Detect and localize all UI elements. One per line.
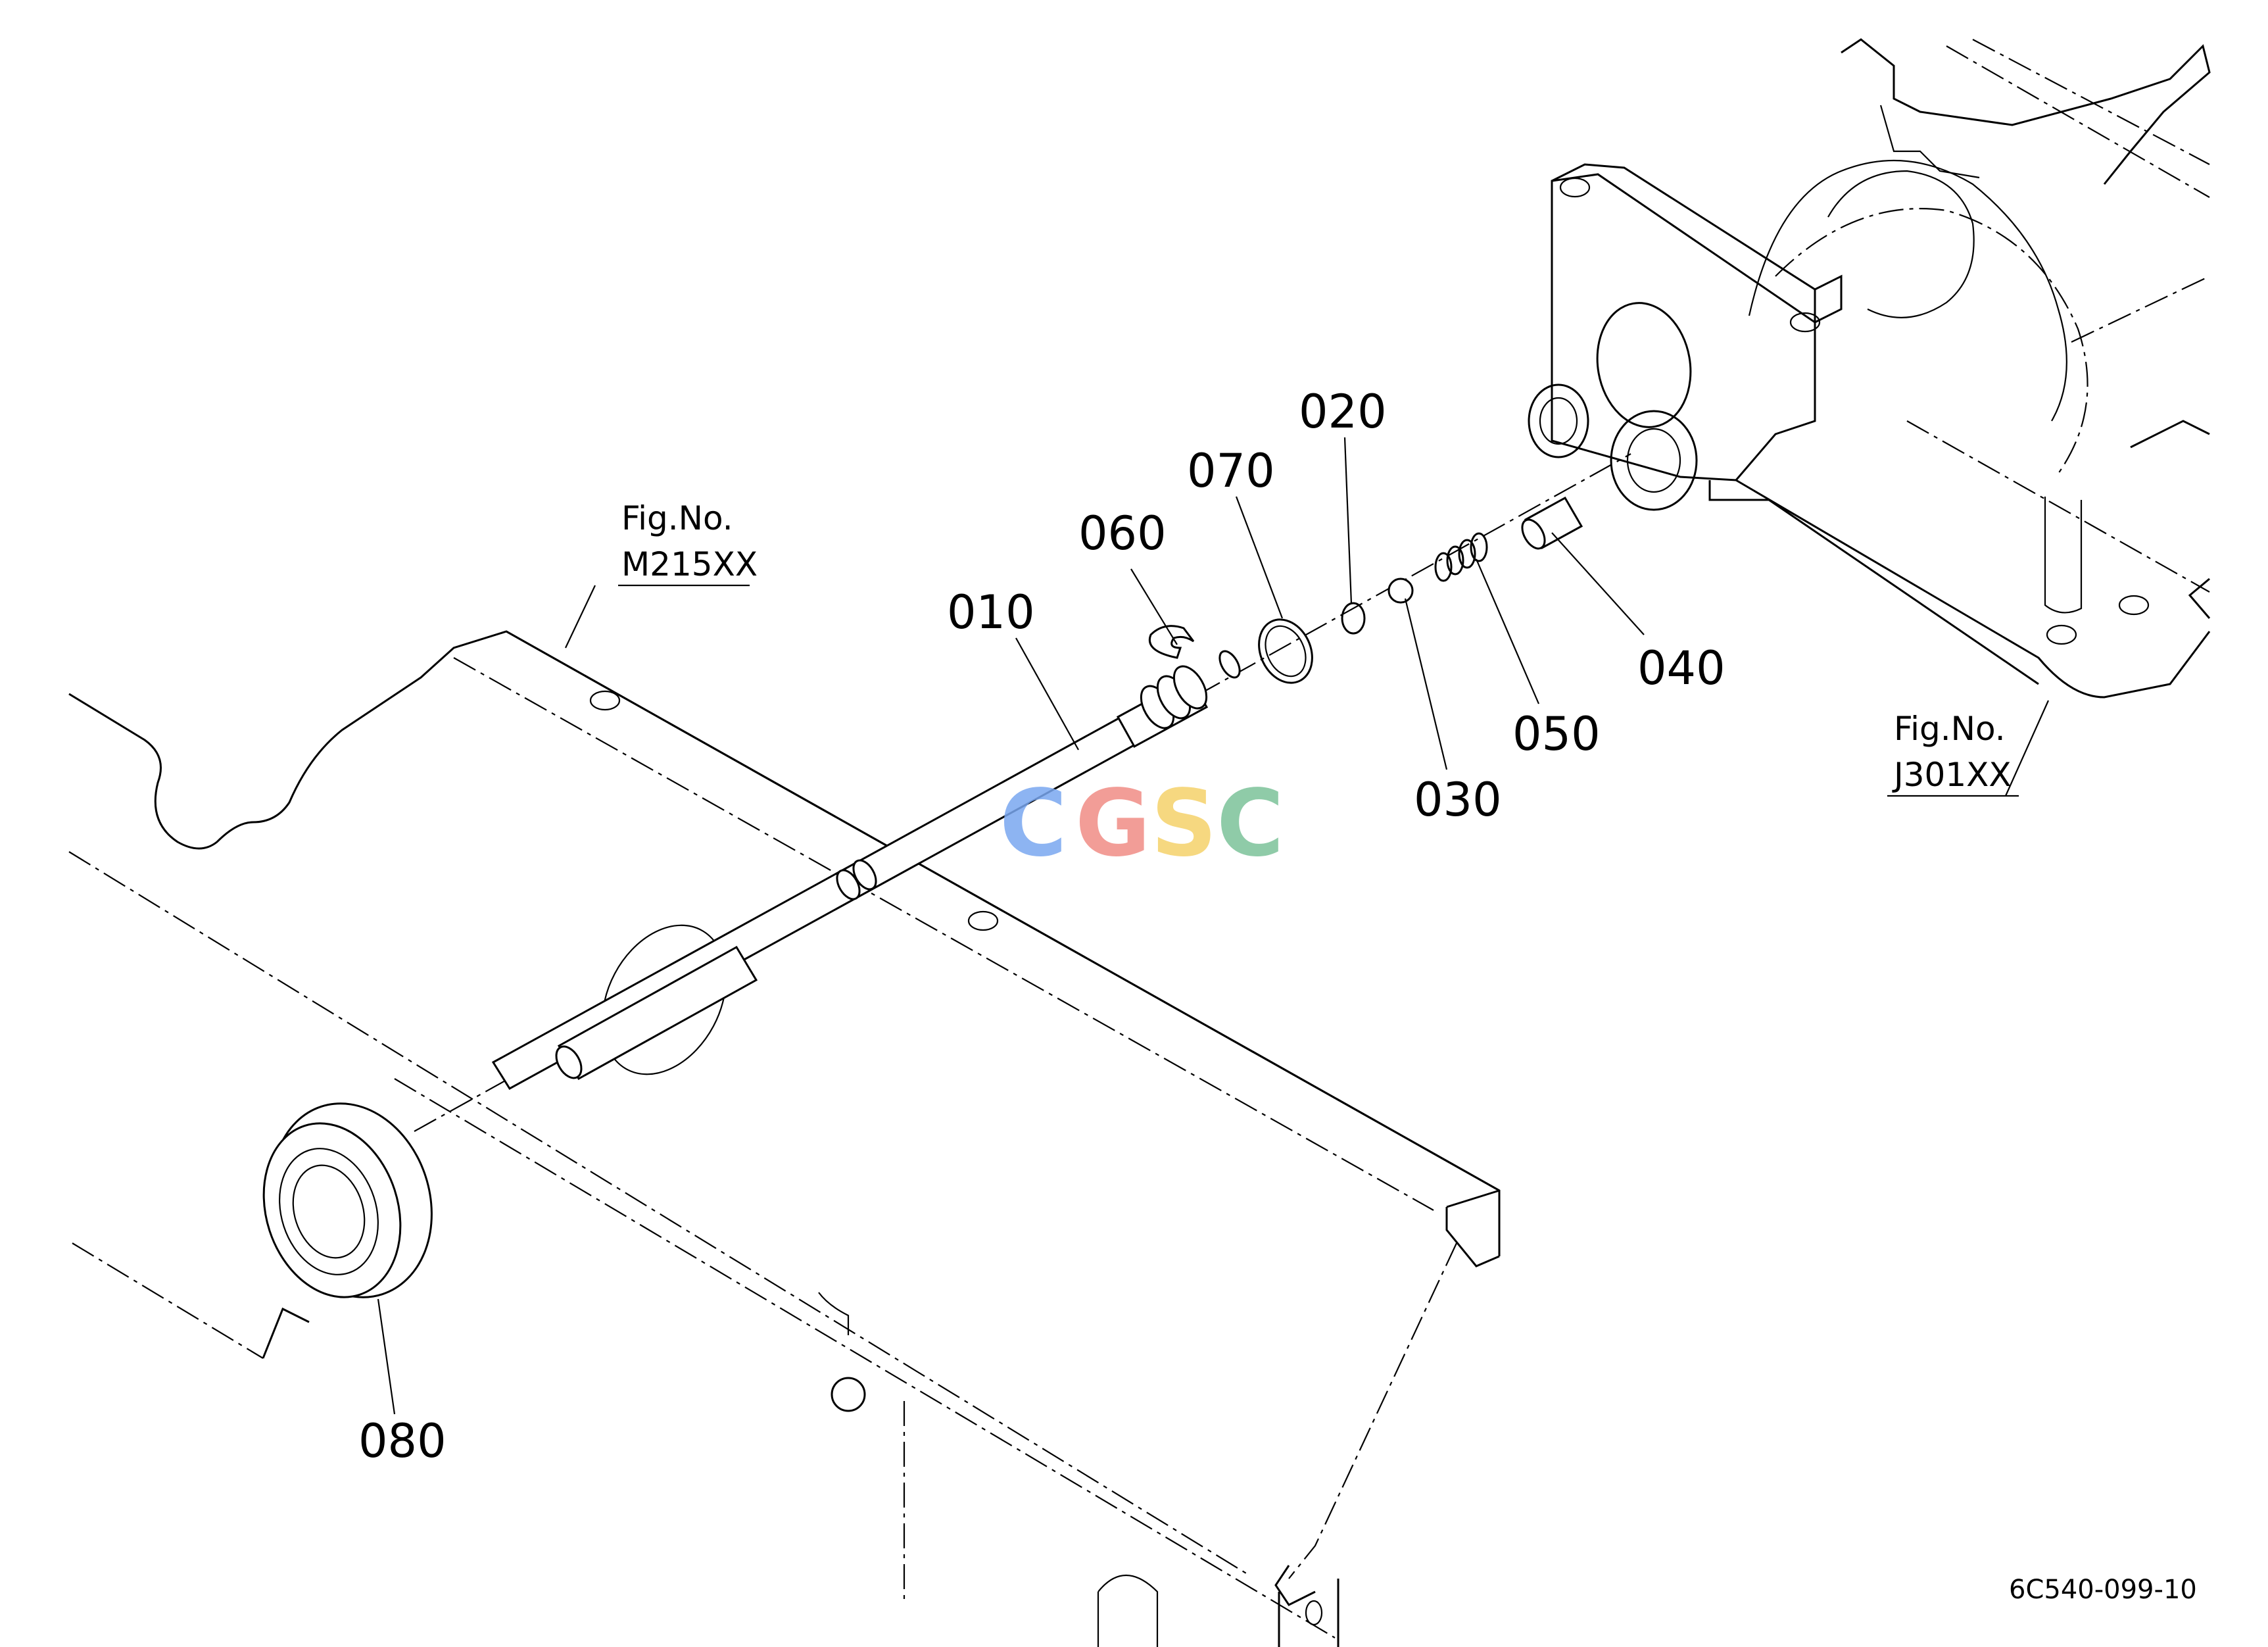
label-010[interactable]: 010: [947, 585, 1035, 639]
leader-lines: [377, 437, 2050, 1415]
figref-right-line1[interactable]: Fig.No.: [1894, 710, 2006, 748]
label-080[interactable]: 080: [358, 1414, 446, 1468]
part-050-spring: [1434, 532, 1488, 582]
part-040-plug: [1521, 496, 1583, 550]
part-080-seal: [262, 1102, 433, 1298]
watermark: C G S C: [1000, 770, 1284, 877]
part-060-clip: [1149, 625, 1195, 659]
figref-left-line1[interactable]: Fig.No.: [621, 499, 733, 537]
diagram-code: 6C540-099-10: [2009, 1575, 2197, 1605]
label-050[interactable]: 050: [1512, 707, 1601, 761]
figref-right-line2[interactable]: J301XX: [1892, 756, 2012, 794]
part-020-oring: [1341, 602, 1366, 635]
watermark-letter: C: [1217, 770, 1284, 877]
part-030-ball: [1387, 578, 1414, 604]
watermark-letter: G: [1075, 770, 1151, 877]
left-housing: [68, 630, 1501, 1647]
part-070-ring: [1258, 618, 1313, 684]
watermark-letter: C: [1000, 770, 1067, 877]
label-070[interactable]: 070: [1187, 444, 1275, 498]
label-030[interactable]: 030: [1414, 773, 1502, 827]
watermark-letter: S: [1151, 770, 1217, 877]
label-020[interactable]: 020: [1299, 385, 1387, 439]
figref-left-line2[interactable]: M215XX: [621, 545, 758, 583]
label-040[interactable]: 040: [1637, 641, 1725, 695]
right-housing: [1528, 38, 2211, 699]
label-060[interactable]: 060: [1078, 506, 1167, 560]
part-010-shaft: [491, 650, 1241, 1090]
